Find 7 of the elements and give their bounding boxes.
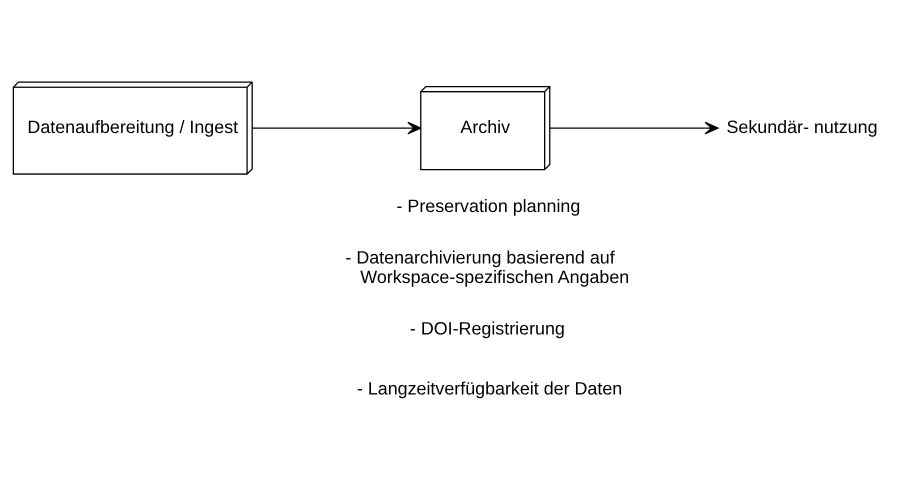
label: - DOI-Registrierung <box>410 318 565 339</box>
label: - Datenarchivierung basierend auf Workspace-spezifischen Angaben <box>345 248 630 287</box>
arrow <box>550 122 719 134</box>
node-text: Sekundär- nutzung <box>726 116 878 137</box>
label: - Preservation planning <box>396 196 580 216</box>
label: - Langzeitverfügbarkeit der Daten <box>356 378 622 399</box>
arrow <box>252 122 422 134</box>
